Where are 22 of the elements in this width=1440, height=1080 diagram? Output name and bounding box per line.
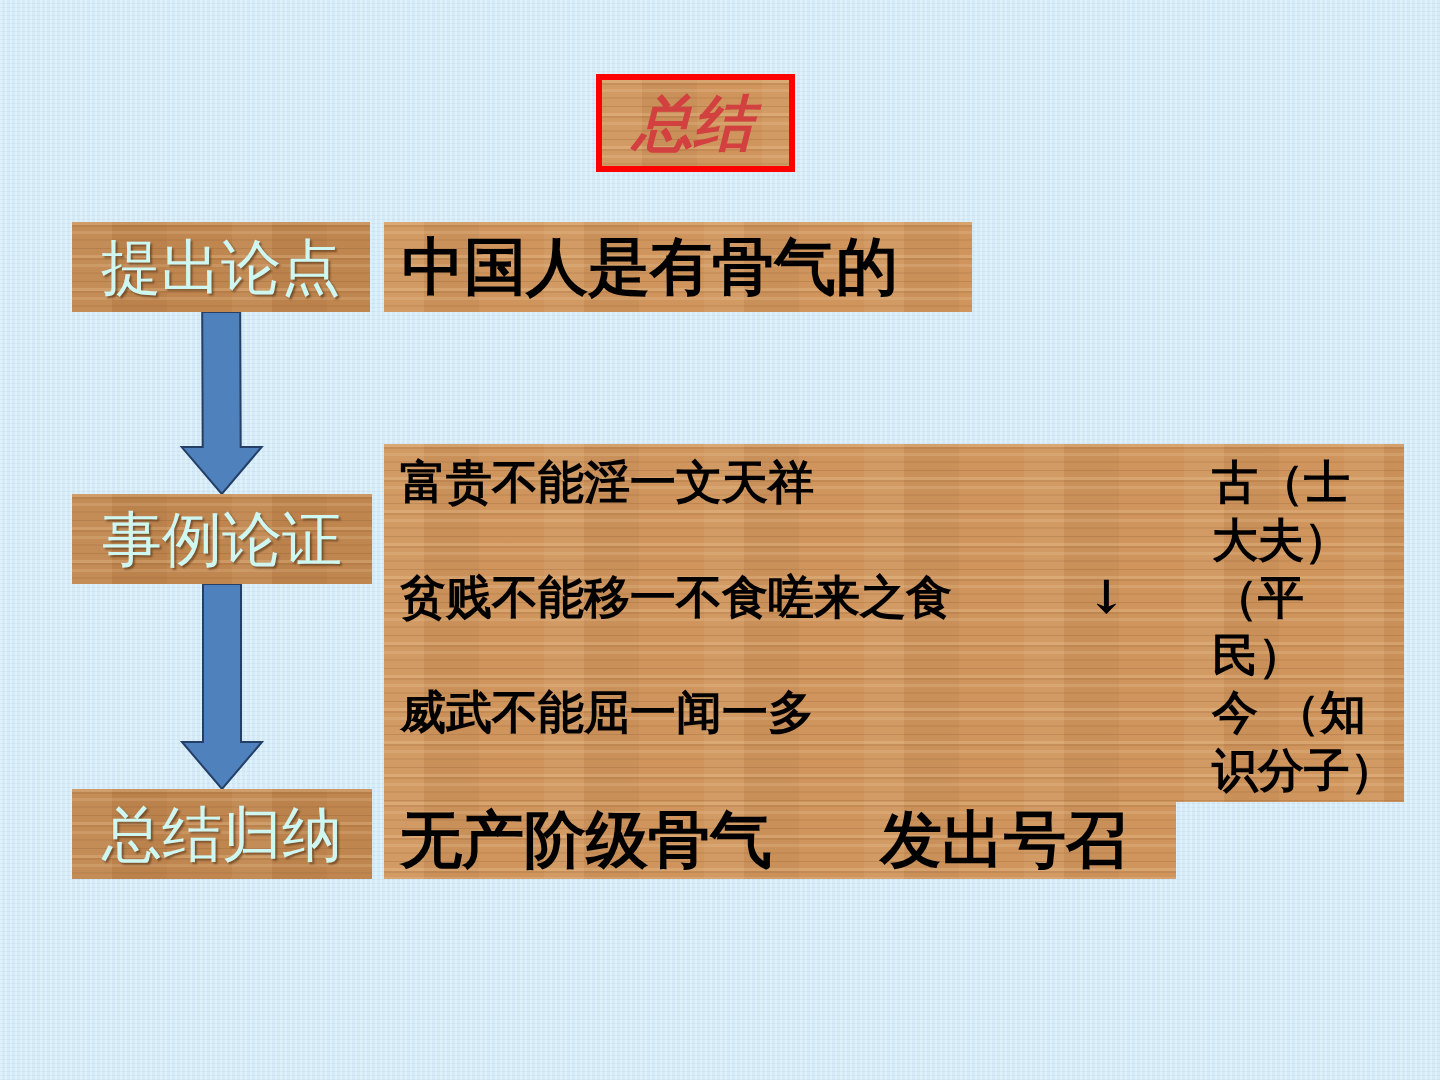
text-panel [384, 222, 972, 312]
example-text: 贫贱不能移一不食嗟来之食 [400, 569, 952, 626]
title-text: 总结 [628, 88, 763, 158]
era-label: （平民） [1212, 569, 1305, 684]
example-text: 威武不能屈一闻一多 [400, 684, 814, 741]
step-box [72, 222, 370, 312]
text-panel [384, 444, 1404, 802]
arrow-glyph: ↓ [1087, 569, 1126, 626]
text-panel [384, 802, 1176, 879]
step-label: 提出论点 [101, 237, 341, 297]
example-text: 富贵不能淫一文天祥 [400, 454, 814, 511]
step-box [72, 494, 372, 584]
step-label: 事例论证 [102, 509, 342, 569]
claim-text: 中国人是有骨气的 [402, 236, 898, 298]
era-label: 今 （知识分子） [1212, 684, 1397, 799]
claim-text: 无产阶级骨气 [400, 809, 772, 871]
claim-text: 发出号召 [880, 809, 1128, 871]
era-label: 古（士大夫） [1212, 454, 1351, 569]
block-arrow [179, 310, 264, 496]
step-label: 总结归纳 [102, 804, 342, 864]
step-box [72, 789, 372, 879]
block-arrow [179, 583, 265, 791]
